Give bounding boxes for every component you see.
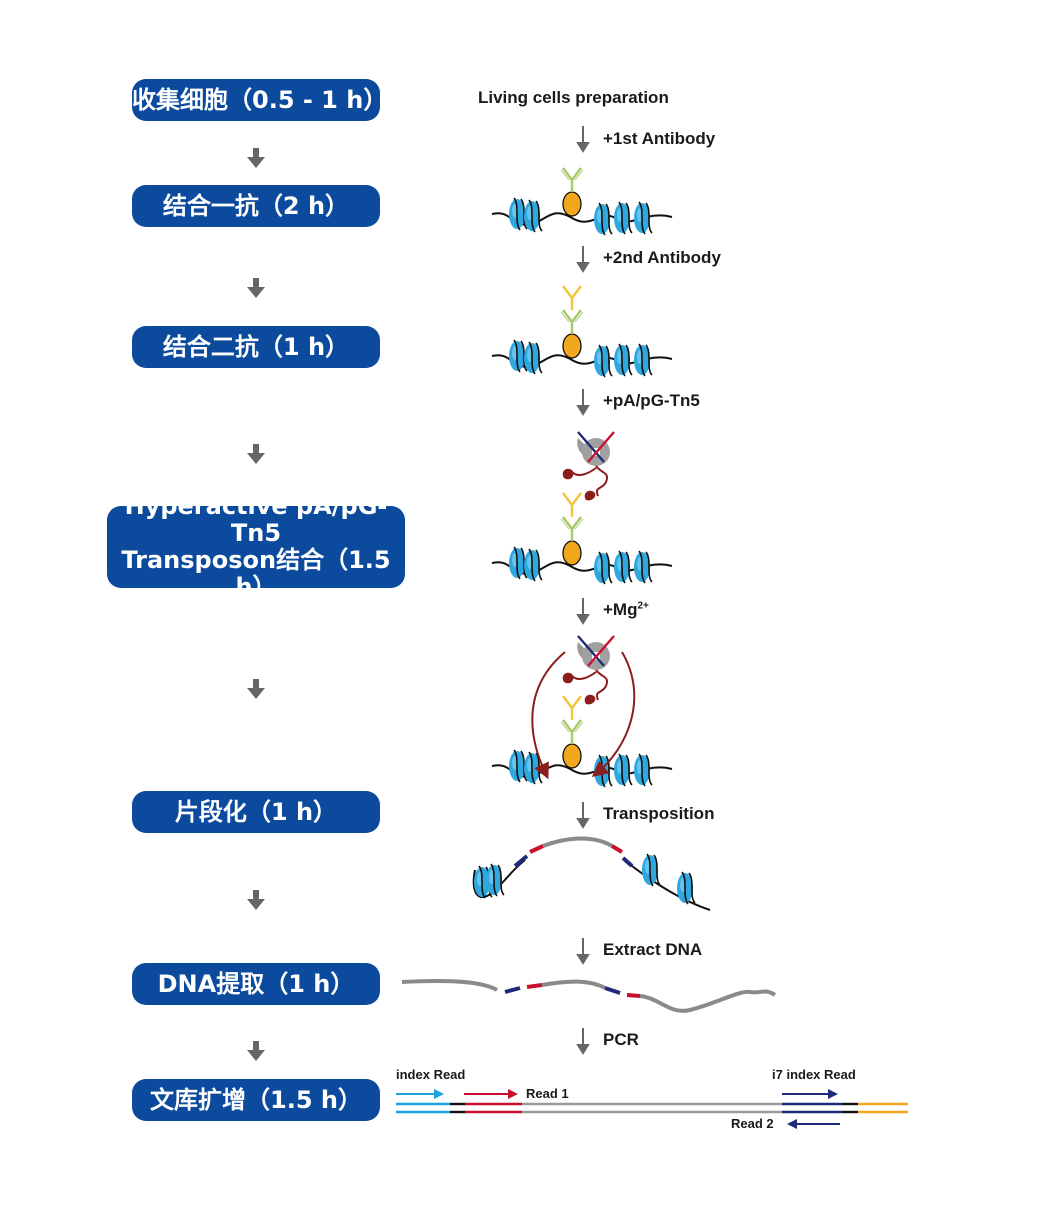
step-dna-extraction-label: DNA提取（1 h） (157, 969, 355, 998)
step-transposon-binding-line1: Hyperactive pA/pG-Tn5 (124, 492, 388, 547)
step-library-amplification: 文库扩增（1.5 h） (132, 1079, 380, 1121)
stage-transposition (472, 836, 711, 911)
down-arrow-icon (247, 444, 265, 464)
process-arrows (576, 126, 590, 1055)
step-secondary-antibody: 结合二抗（1 h） (132, 326, 380, 368)
stage-mg-activation (492, 634, 672, 787)
stage-primary-antibody (492, 166, 672, 235)
label-read1: Read 1 (526, 1086, 569, 1101)
down-arrow-icon (247, 148, 265, 168)
stage-extracted-dna (401, 978, 777, 1013)
label-i7-index-read: i7 index Read (772, 1067, 856, 1082)
label-add-2nd-antibody: +2nd Antibody (603, 248, 721, 267)
stage-library (396, 1089, 908, 1129)
step-primary-antibody: 结合一抗（2 h） (132, 185, 380, 227)
label-add-1st-antibody: +1st Antibody (603, 129, 716, 148)
index-read-arrow-icon (396, 1089, 444, 1099)
step-dna-extraction: DNA提取（1 h） (132, 963, 380, 1005)
step-primary-antibody-label: 结合一抗（2 h） (162, 191, 350, 220)
step-fragmentation-label: 片段化（1 h） (174, 797, 338, 826)
label-add-mg: +Mg2+ (603, 600, 649, 620)
stage-tn5-binding (492, 430, 672, 584)
step-transposon-binding-line2: Transposon结合（1.5 h） (121, 546, 391, 601)
i7-index-read-arrow-icon (782, 1089, 838, 1099)
label-extract-dna: Extract DNA (603, 940, 703, 959)
label-add-tn5: +pA/pG-Tn5 (603, 391, 700, 410)
down-arrow-icon (247, 278, 265, 298)
cut-arrow-left (531, 651, 566, 780)
label-mg-charge: 2+ (637, 600, 649, 612)
read2-arrow-icon (787, 1119, 840, 1129)
label-transposition: Transposition (603, 804, 715, 823)
down-arrow-icon (247, 890, 265, 910)
label-pcr: PCR (603, 1030, 639, 1049)
step-secondary-antibody-label: 结合二抗（1 h） (162, 332, 350, 361)
step-transposon-binding: Hyperactive pA/pG-Tn5 Transposon结合（1.5 h… (107, 493, 405, 601)
read1-arrow-icon (464, 1089, 518, 1099)
label-read2: Read 2 (731, 1116, 774, 1131)
step-collect-cells: 收集细胞（0.5 - 1 h） (132, 79, 388, 121)
label-add-mg-text: +Mg (603, 600, 638, 619)
stage-secondary-antibody (492, 284, 672, 377)
step-fragmentation: 片段化（1 h） (132, 791, 380, 833)
label-living-cells: Living cells preparation (478, 88, 669, 107)
step-collect-cells-label: 收集细胞（0.5 - 1 h） (132, 85, 388, 114)
cut-arrow-right (591, 651, 636, 778)
down-arrow-icon (247, 679, 265, 699)
down-arrow-icon (247, 1041, 265, 1061)
step-library-amplification-label: 文库扩增（1.5 h） (150, 1085, 362, 1114)
label-index-read: index Read (396, 1067, 466, 1082)
